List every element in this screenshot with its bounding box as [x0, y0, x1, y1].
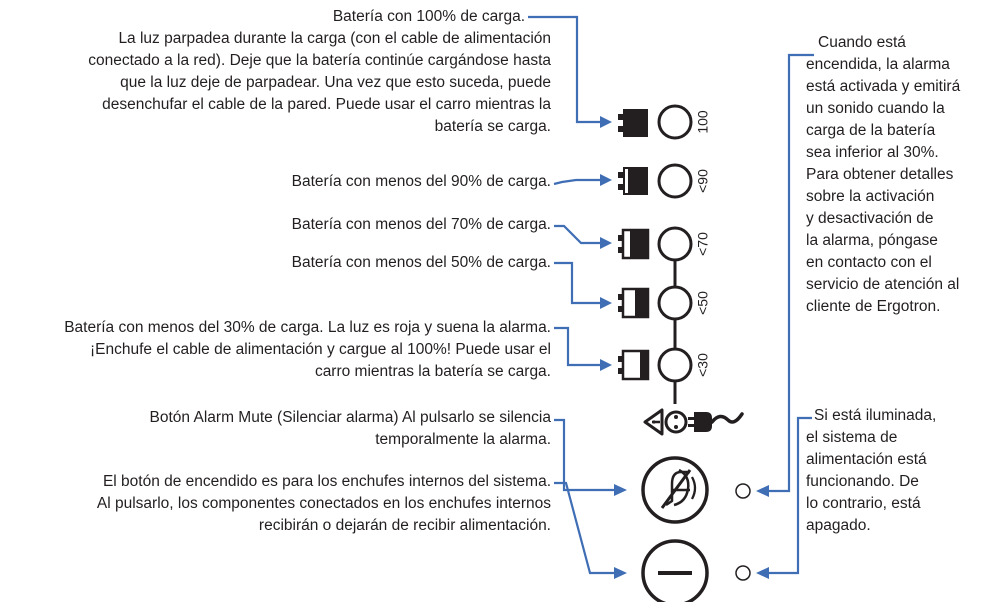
label-battery-100-line-2: conectado a la red). Deje que la batería…: [88, 52, 551, 69]
label-alarm-indicator-line-2: encendida, la alarma: [806, 56, 950, 73]
label-power-indicator-line-2: el sistema de: [806, 429, 898, 446]
level-label-90: <90: [695, 169, 711, 193]
arrowhead-power: [614, 567, 627, 579]
label-battery-100-line-5: batería se carga.: [434, 118, 551, 135]
label-alarm-indicator-line-6: sea inferior al 30%.: [806, 144, 939, 161]
leader-line-battery-100: [528, 15, 600, 124]
level-labels: 100 <90 <70 <50 <30: [695, 110, 711, 377]
leader-line-battery-30: [554, 326, 600, 367]
label-alarm-indicator-line-7: Para obtener detalles: [806, 166, 954, 183]
label-battery-100-title: Batería con 100% de carga.: [332, 8, 525, 25]
leader-line-battery-70: [554, 224, 600, 245]
label-battery-30-line-1: Batería con menos del 30% de carga. La l…: [64, 319, 551, 336]
battery-icon-100: [618, 109, 648, 137]
leader-line-battery-90: [553, 178, 600, 186]
arrowhead-battery-30: [600, 359, 612, 371]
label-power-indicator-line-3: alimentación está: [806, 451, 927, 468]
arrowhead-battery-70: [600, 237, 612, 249]
leader-lines: [528, 15, 814, 575]
arrowhead-battery-100: [600, 116, 612, 128]
level-label-50: <50: [695, 291, 711, 315]
led-circle-icon-100: [657, 104, 693, 140]
label-alarm-indicator-line-3: está activada y emitirá: [806, 78, 961, 95]
label-battery-70: Batería con menos del 70% de carga.: [291, 216, 551, 233]
level-label-70: <70: [695, 232, 711, 256]
battery-icon-90: [618, 167, 648, 195]
label-battery-90: Batería con menos del 90% de carga.: [291, 173, 551, 190]
label-battery-50: Batería con menos del 50% de carga.: [291, 254, 551, 271]
arrowhead-alarm-mute: [614, 484, 627, 496]
label-alarm-indicator-line-4: un sonido cuando la: [806, 100, 945, 117]
leader-line-power-indicator: [768, 416, 812, 575]
label-alarm-indicator-line-1: Cuando está: [818, 34, 906, 51]
label-battery-100-line-1: La luz parpadea durante la carga (con el…: [118, 30, 551, 47]
label-battery-100-line-3: que la luz deje de parpadear. Una vez qu…: [120, 74, 551, 91]
label-alarm-indicator-line-11: en contacto con el: [806, 254, 932, 271]
label-power-indicator-line-1: Si está iluminada,: [814, 407, 937, 424]
battery-icon-30: [618, 349, 650, 381]
power-button-icon: [641, 539, 709, 602]
label-alarm-mute-line-2: temporalmente la alarma.: [375, 431, 551, 448]
alarm-mute-icon: [641, 456, 709, 524]
arrowhead-battery-90: [600, 174, 612, 186]
leader-line-alarm-indicator: [768, 53, 814, 493]
label-power-line-1: El botón de encendido es para los enchuf…: [102, 473, 551, 490]
arrowhead-battery-50: [600, 297, 612, 309]
label-alarm-indicator-line-9: y desactivación de: [806, 210, 934, 227]
alarm-indicator-led: [735, 483, 751, 499]
label-alarm-indicator-line-10: la alarma, póngase: [806, 232, 938, 249]
led-circle-icon-50: [657, 285, 693, 321]
label-alarm-indicator-line-13: cliente de Ergotron.: [806, 298, 941, 315]
label-alarm-mute-line-1: Botón Alarm Mute (Silenciar alarma) Al p…: [149, 409, 551, 426]
label-alarm-indicator-line-5: carga de la batería: [806, 122, 936, 139]
led-circle-icon-70: [657, 226, 693, 262]
label-power-indicator-line-4: funcionando. De: [806, 473, 919, 490]
label-battery-100-line-4: desenchufar el cable de la pared. Puede …: [102, 96, 551, 113]
label-power-line-3: recibirán o dejarán de recibir alimentac…: [258, 517, 551, 534]
leader-line-power: [554, 481, 615, 575]
battery-icon-50: [618, 287, 650, 319]
label-alarm-indicator-line-8: sobre la activación: [806, 188, 935, 205]
label-power-indicator-line-6: apagado.: [806, 517, 871, 534]
plug-icon: [664, 410, 744, 434]
label-alarm-indicator-line-12: servicio de atención al: [806, 276, 960, 293]
leader-line-battery-50: [554, 261, 600, 305]
label-battery-30-line-2: ¡Enchufe el cable de alimentación y carg…: [90, 341, 551, 358]
label-battery-30-line-3: carro mientras la batería se carga.: [314, 363, 551, 380]
level-label-30: <30: [695, 353, 711, 377]
indicator-leds: [657, 104, 693, 404]
power-indicator-led: [735, 565, 751, 581]
led-circle-icon-90: [657, 163, 693, 199]
battery-icon-70: [618, 228, 650, 260]
arrowheads: [600, 116, 769, 579]
level-label-100: 100: [695, 110, 711, 134]
led-circle-icon-30: [657, 347, 693, 383]
arrowhead-power-indicator: [756, 567, 769, 579]
alarm-warning-icon: [643, 408, 664, 436]
arrowhead-alarm-indicator: [756, 485, 769, 497]
leader-line-alarm-mute: [554, 418, 615, 492]
label-power-line-2: Al pulsarlo, los componentes conectados …: [96, 495, 551, 512]
label-power-indicator-line-5: lo contrario, está: [806, 495, 921, 512]
